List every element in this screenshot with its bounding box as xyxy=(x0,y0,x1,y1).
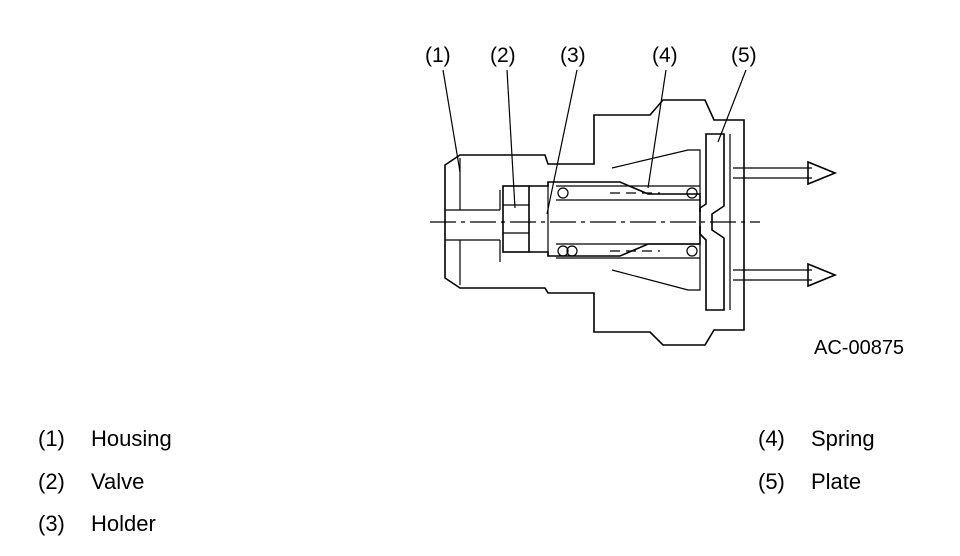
housing-inner-lines xyxy=(445,158,501,285)
legend-label: Holder xyxy=(91,511,156,536)
legend-label: Plate xyxy=(811,469,862,494)
legend-number: (3) xyxy=(38,511,65,536)
callout-2: (2) xyxy=(490,44,516,67)
legend-number: (5) xyxy=(758,469,785,494)
housing-outline xyxy=(444,99,745,346)
legend-number: (2) xyxy=(38,469,65,494)
callout-5: (5) xyxy=(731,44,757,67)
figure-code: AC-00875 xyxy=(814,337,904,359)
legend-label: Housing xyxy=(91,426,172,451)
flow-arrow-upper xyxy=(733,160,838,186)
plate xyxy=(699,133,725,311)
legend-number: (1) xyxy=(38,426,65,451)
legend-number: (4) xyxy=(758,426,785,451)
legend-label: Spring xyxy=(811,426,875,451)
flow-arrow-lower xyxy=(733,262,838,288)
valve-body xyxy=(502,185,530,253)
leader-lines xyxy=(442,69,747,215)
valve-assembly-diagram: (1) (2) (3) (4) (5) xyxy=(425,44,904,359)
spring xyxy=(556,185,700,259)
legend-label: Valve xyxy=(91,469,145,494)
callout-3: (3) xyxy=(560,44,586,67)
callout-1: (1) xyxy=(425,44,451,67)
callout-4: (4) xyxy=(652,44,678,67)
